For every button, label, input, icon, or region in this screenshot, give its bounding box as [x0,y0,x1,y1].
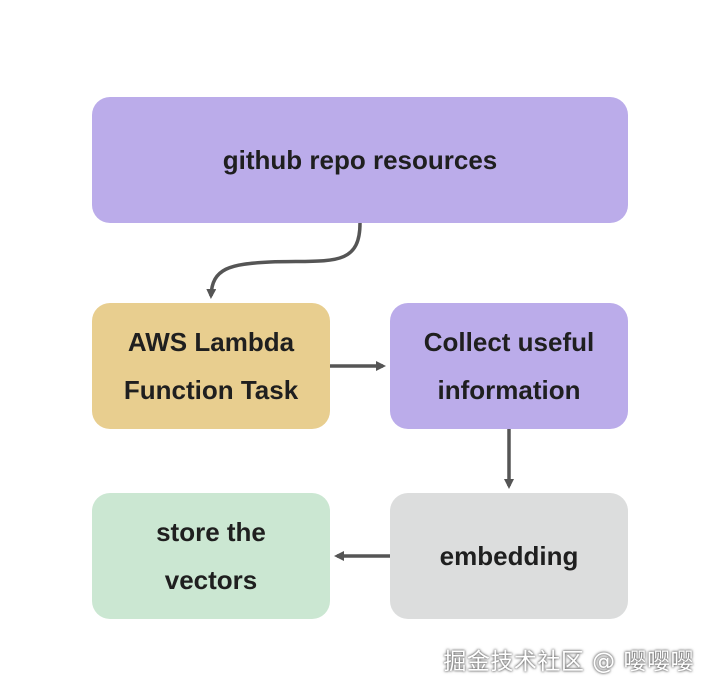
node-label: github repo resources [222,145,498,175]
node-label-line1: Collect useful [423,327,595,357]
node-store-the-vectors: store the vectors [92,493,330,619]
node-label: embedding [439,541,579,571]
watermark: 掘金技术社区 @ 嘤嘤嘤 [443,649,694,675]
node-aws-lambda-function-task: AWS Lambda Function Task [92,303,330,429]
node-github-repo-resources: github repo resources [92,97,628,223]
node-embedding: embedding [390,493,628,619]
edge-github-to-lambda [206,222,362,299]
node-collect-useful-information: Collect useful information [390,303,628,429]
node-label-line1: store the [156,517,266,547]
node-label-line2: information [437,375,581,405]
node-label-line2: Function Task [123,375,299,405]
node-label-line2: vectors [164,565,258,595]
node-label-line1: AWS Lambda [127,327,295,357]
